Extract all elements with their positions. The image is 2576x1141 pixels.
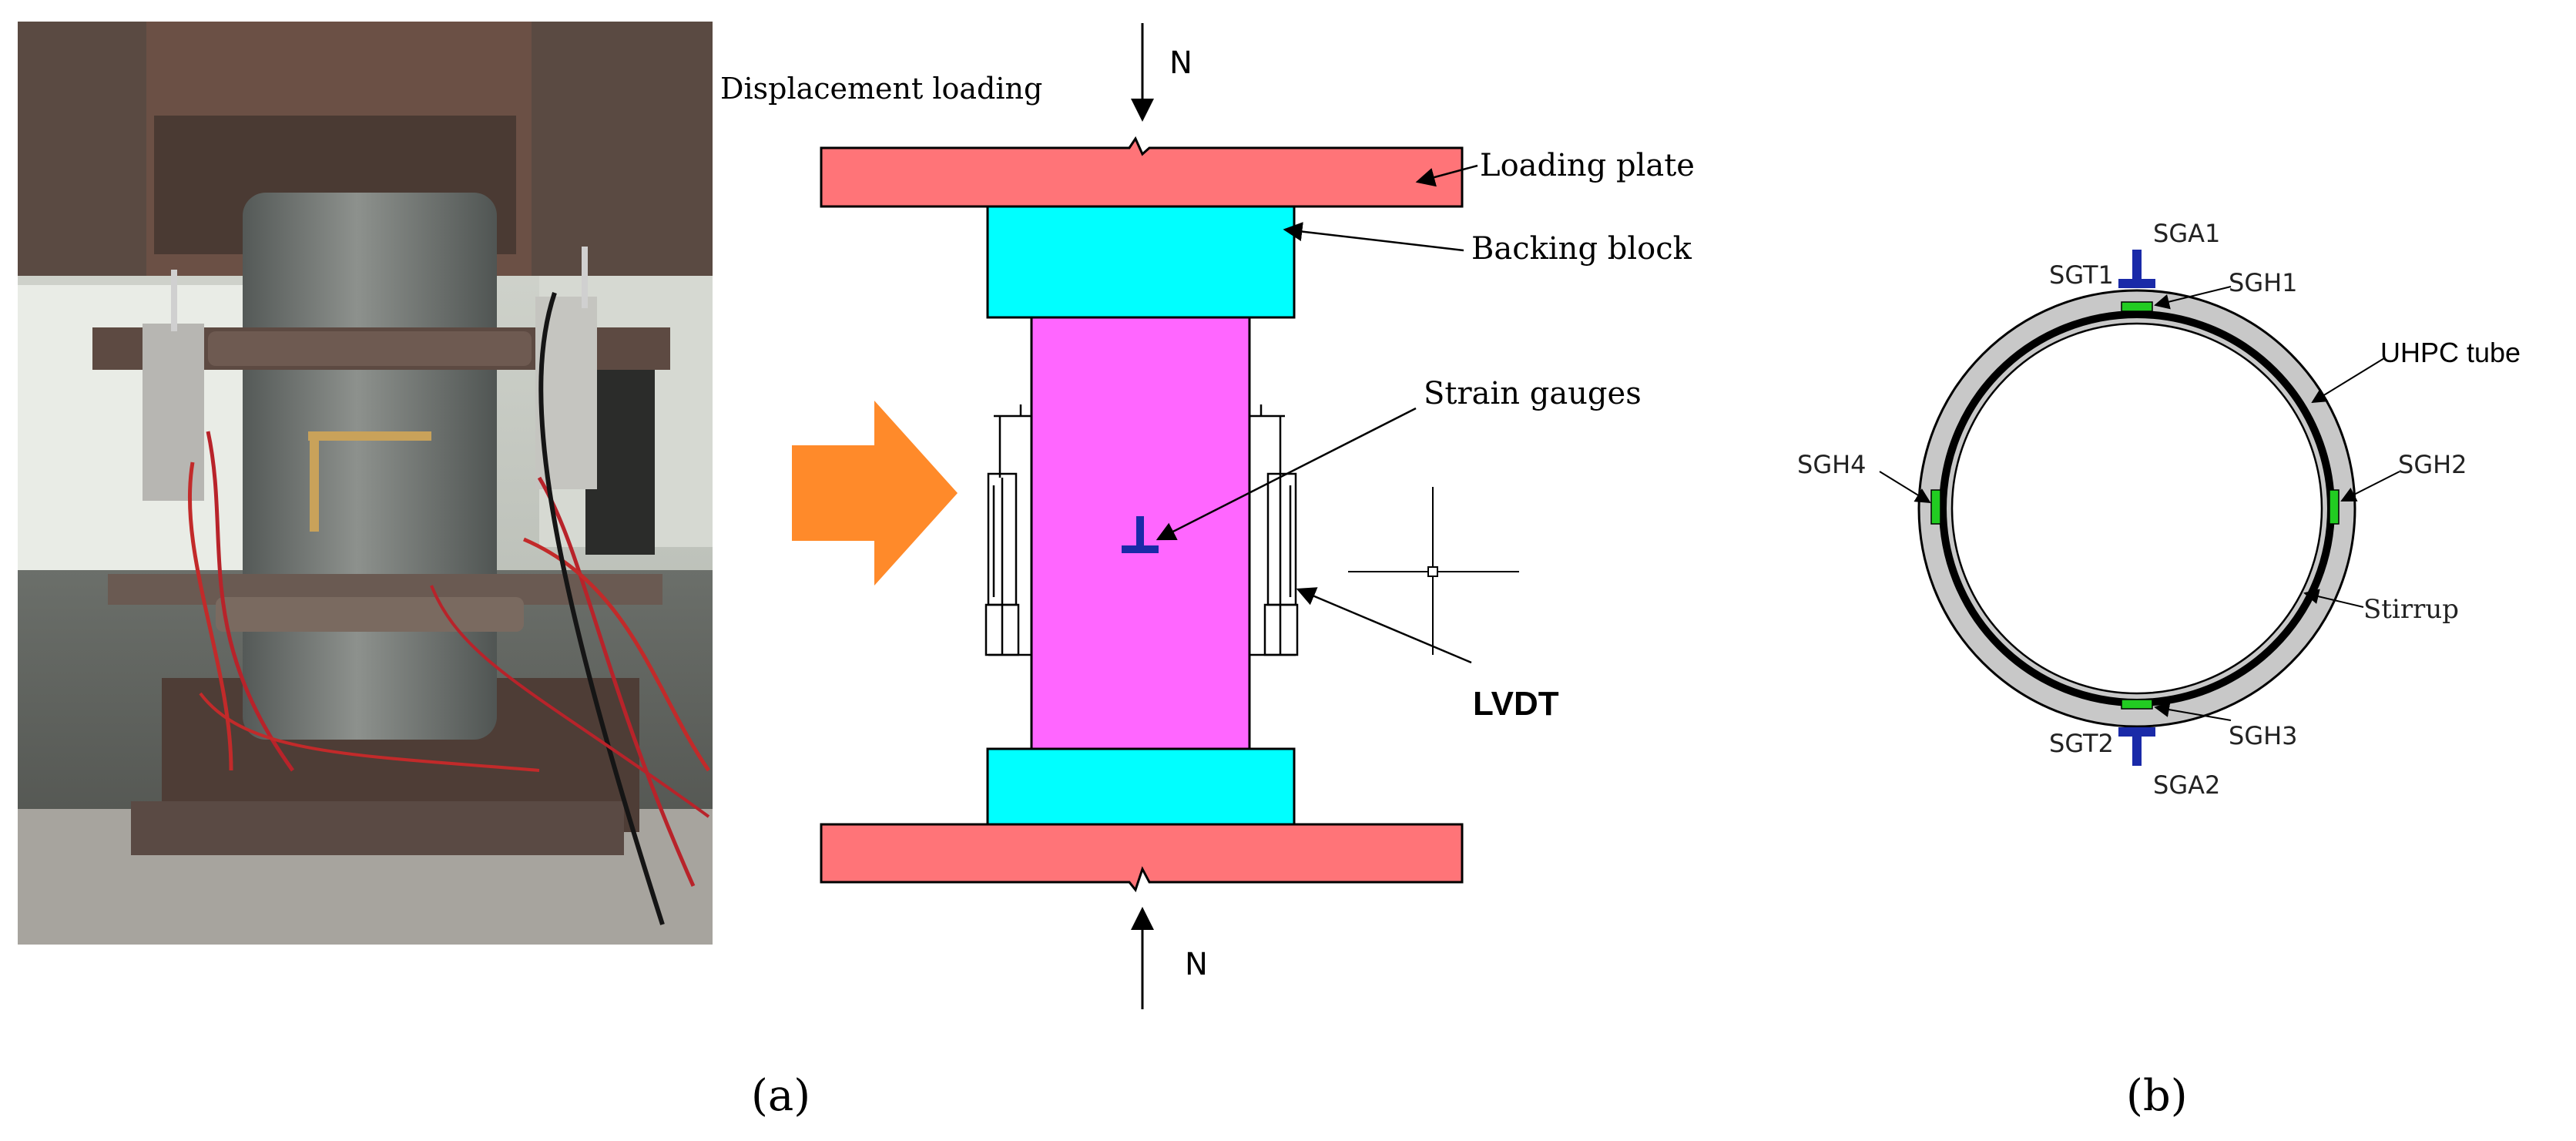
sgh4-leader [1879,471,1931,504]
loading-plate-leader [1415,164,1478,187]
label-displacement-loading: Displacement loading [720,72,1042,106]
label-sgt1: SGT1 [2049,260,2114,290]
label-sgh4: SGH4 [1797,450,1867,479]
sgh3-leader [2154,702,2232,721]
bottom-loading-plate [820,823,1464,893]
label-backing-block: Backing block [1471,231,1692,267]
label-sgh3: SGH3 [2229,721,2298,750]
caption-a: (a) [751,1071,810,1121]
bottom-backing-block [986,747,1296,826]
caption-b: (b) [2126,1071,2188,1121]
gauge-sgh4 [1930,489,1941,525]
strain-gauge-symbol [1122,516,1159,553]
label-sgh1: SGH1 [2229,268,2298,297]
label-stirrup: Stirrup [2363,594,2459,625]
gauge-sgh1 [2121,301,2153,312]
label-strain-gauges: Strain gauges [1424,376,1642,411]
label-n-bottom: N [1185,947,1208,982]
label-sgh2: SGH2 [2398,450,2467,479]
sgh2-leader [2340,471,2400,502]
label-lvdt: LVDT [1473,685,1559,723]
sgh1-leader [2154,286,2232,310]
gauge-sga1 [2118,250,2155,288]
lvdt-right [1249,404,1299,656]
view-direction-arrow [792,401,958,586]
top-backing-block [986,205,1296,319]
concrete-core [1950,322,2323,695]
backing-block-leader [1283,222,1464,252]
label-loading-plate: Loading plate [1480,148,1695,183]
uhpc-tube-leader [2311,357,2385,404]
label-uhpc-tube: UHPC tube [2380,337,2521,368]
crosshair-marker [1348,487,1519,655]
label-sgt2: SGT2 [2049,729,2114,758]
label-n-top: N [1169,45,1192,81]
test-photo [18,22,713,945]
lvdt-leader [1296,587,1472,664]
label-sga2: SGA2 [2153,770,2220,800]
lvdt-left [984,404,1031,656]
top-loading-plate [820,136,1464,208]
gauge-sgh2 [2329,489,2340,525]
cross-section: SGA1 SGT1 SGH1 UHPC tube SGH2 SGH4 Stirr… [1797,219,2521,1121]
stirrup-leader [2303,589,2364,608]
loading-schematic: N Displacement loading Loading plate Bac… [720,23,1695,1121]
label-sga1: SGA1 [2153,219,2220,248]
gauge-sga2 [2118,727,2155,766]
gauge-sgh3 [2121,699,2153,710]
